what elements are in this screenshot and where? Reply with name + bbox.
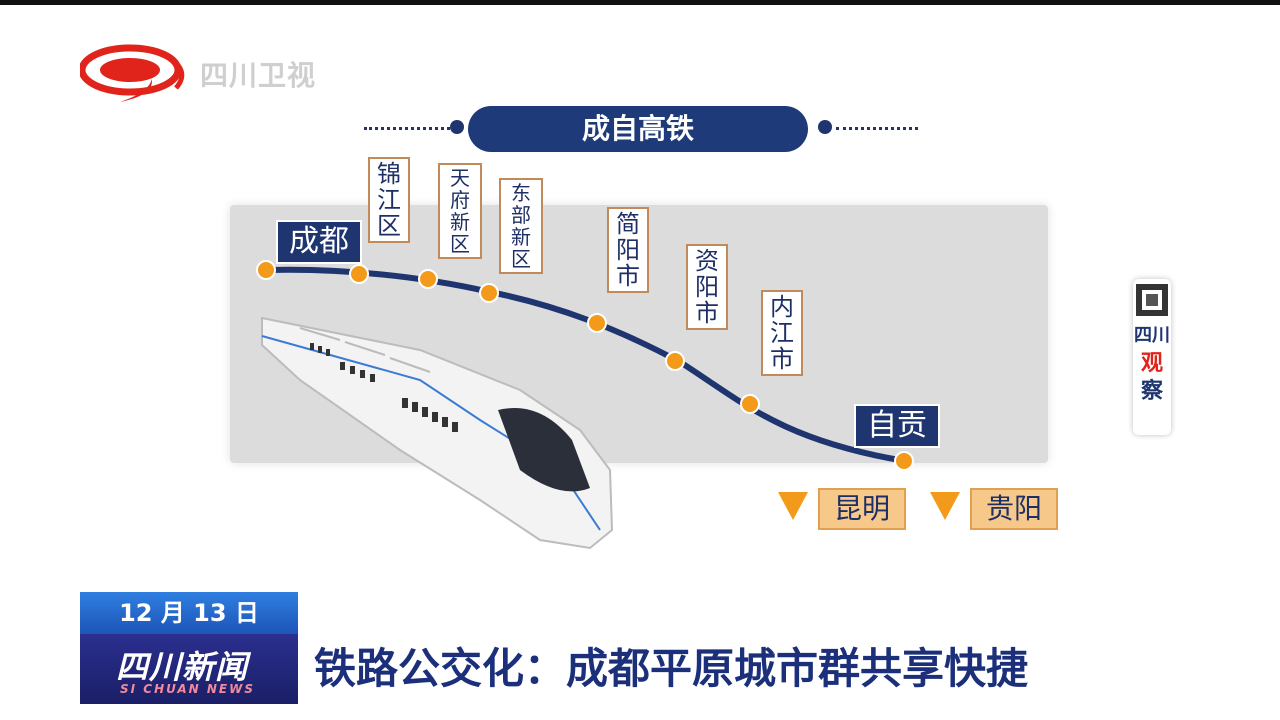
badge-line3: 察 — [1140, 379, 1163, 404]
qr-code-icon — [1136, 284, 1168, 316]
station-dot — [740, 394, 760, 414]
station-label-zigong: 自贡 — [854, 404, 940, 448]
station-dot — [418, 269, 438, 289]
side-qr-badge: 四川 观 察 — [1133, 279, 1171, 435]
station-name: 东部新区 — [511, 181, 531, 271]
program-name-en: SI CHUAN NEWS — [120, 682, 255, 696]
station-name: 天府新区 — [450, 166, 470, 256]
route-title: 成自高铁 — [468, 106, 808, 152]
down-arrow-icon — [778, 492, 808, 520]
station-name: 简阳市 — [616, 210, 640, 290]
channel-logo: 四川卫视 — [78, 44, 360, 106]
station-dot — [665, 351, 685, 371]
program-brand: 四川新闻 SI CHUAN NEWS — [80, 634, 298, 704]
station-dot — [479, 283, 499, 303]
station-dot — [349, 264, 369, 284]
top-black-bar — [0, 0, 1280, 5]
station-label-dongbu: 东部新区 — [499, 178, 543, 274]
program-name: 四川新闻 — [116, 648, 249, 686]
high-speed-train-icon — [261, 316, 614, 550]
date-label: 12 月 13 日 — [80, 592, 298, 634]
station-label-jianyang: 简阳市 — [607, 207, 649, 293]
news-headline: 铁路公交化：成都平原城市群共享快捷 — [298, 634, 1216, 704]
station-dot — [256, 260, 276, 280]
station-dot — [894, 451, 914, 471]
channel-9-logo-icon — [78, 44, 185, 102]
station-label-jinjiang: 锦江区 — [368, 157, 410, 243]
station-dot — [587, 313, 607, 333]
station-label-chengdu: 成都 — [276, 220, 362, 264]
destination-guiyang: 贵阳 — [970, 488, 1058, 530]
station-label-ziyang: 资阳市 — [686, 244, 728, 330]
destination-kunming: 昆明 — [818, 488, 906, 530]
down-arrow-icon — [930, 492, 960, 520]
station-label-neijiang: 内江市 — [761, 290, 803, 376]
title-dot-left — [450, 120, 464, 134]
station-name: 内江市 — [770, 293, 794, 373]
station-name: 锦江区 — [377, 160, 401, 240]
badge-line2: 观 — [1140, 351, 1163, 376]
channel-name: 四川卫视 — [200, 59, 317, 92]
station-name: 资阳市 — [695, 247, 719, 327]
title-dot-right — [818, 120, 832, 134]
badge-line1: 四川 — [1134, 325, 1170, 346]
title-dotted-line-left — [364, 127, 456, 130]
station-label-tianfu: 天府新区 — [438, 163, 482, 259]
station-dots — [256, 260, 914, 471]
title-dotted-line-right — [836, 127, 918, 130]
